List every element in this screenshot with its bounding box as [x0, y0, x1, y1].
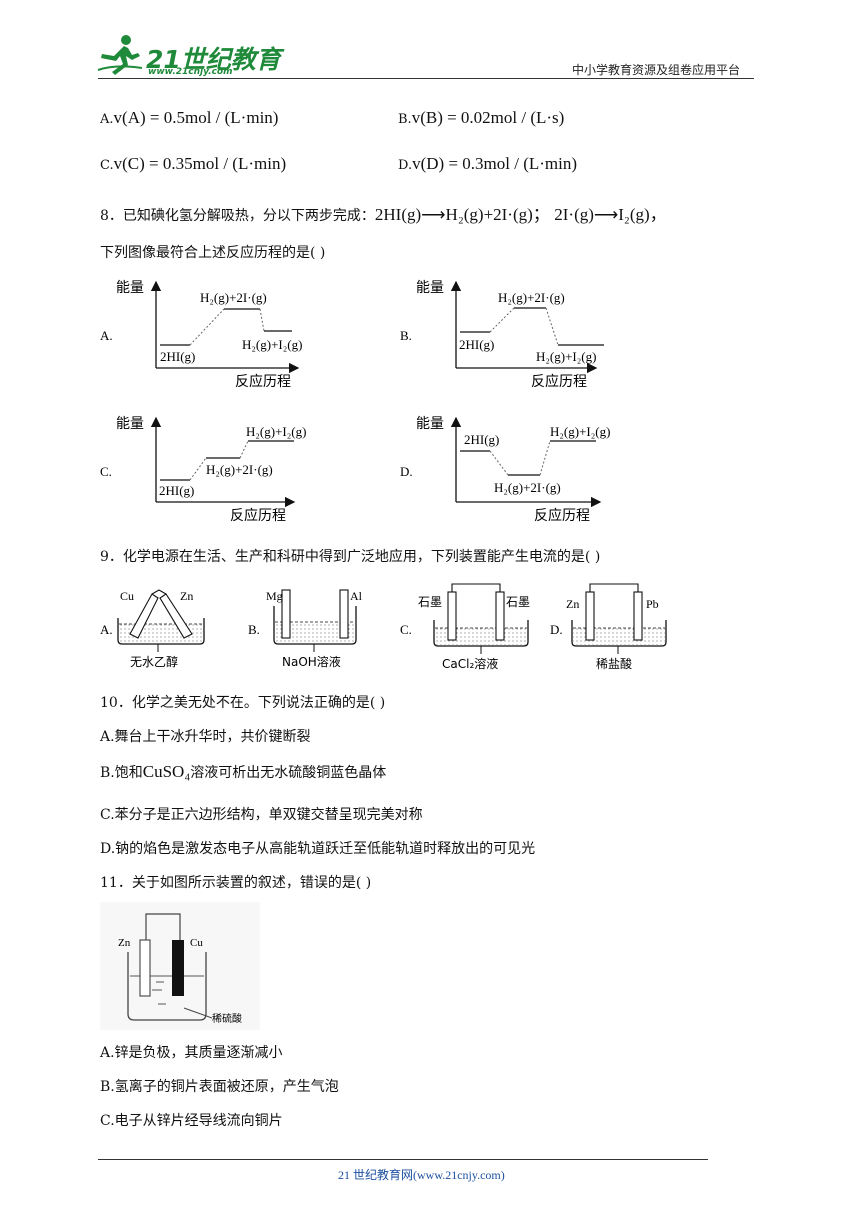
q8-stem: 8．已知碘化氢分解吸热，分以下两步完成：2HI(g)⟶H₂(g)+2I·(g)；… — [100, 200, 667, 225]
q8-stem-prefix: 8．已知碘化氢分解吸热，分以下两步完成： — [100, 208, 375, 224]
q9-b-letter: B. — [248, 622, 260, 637]
q10-option-b: B.饱和CuSO₄溶液可析出无水硫酸铜蓝色晶体 — [100, 762, 386, 782]
q9-a-letter: A. — [100, 622, 113, 637]
q10-stem: 10．化学之美无处不在。下列说法正确的是( ) — [100, 695, 386, 711]
q8-d-hi: 2HI(g) — [464, 432, 499, 447]
q10-option-a: A.舞台上干冰升华时，共价键断裂 — [100, 729, 311, 745]
q8-step2: 2I·(g)⟶I₂(g)， — [554, 205, 667, 224]
q7-option-a-letter: A. — [100, 112, 114, 127]
q9-b-right: Al — [350, 589, 363, 603]
q11-solution-label: 稀硫酸 — [212, 1012, 242, 1025]
logo-runner-icon — [97, 35, 143, 75]
q8-b-mid: H₂(g)+2I·(g) — [498, 290, 565, 305]
q8-energy-diagrams: A. B. C. D. 能量 反应历程 2HI(g) H₂(g)+2I·(g) … — [100, 280, 610, 524]
q8-c-ylabel: 能量 — [116, 416, 144, 432]
q10-option-d: D.钠的焰色是激发态电子从高能轨道跃迁至低能轨道时释放出的可见光 — [100, 841, 536, 857]
q8-letter-c: C. — [100, 464, 112, 479]
q7-option-d-expr: v(D) = 0.3mol / (L·min) — [412, 154, 578, 173]
q9-option-a: A. Cu Zn 无水乙醇 — [100, 589, 205, 669]
q7-option-d-letter: D. — [398, 158, 413, 173]
q8-diagram-d: 能量 反应历程 2HI(g) H₂(g)+2I·(g) H₂(g)+I₂(g) — [416, 416, 610, 524]
q8-c-hi: 2HI(g) — [159, 483, 194, 498]
q8-b-hi: 2HI(g) — [459, 337, 494, 352]
q8-step1: 2HI(g)⟶H₂(g)+2I·(g)； — [374, 205, 550, 224]
q7-option-c: C.v(C) = 0.35mol / (L·min) — [100, 154, 286, 174]
q8-a-xlabel: 反应历程 — [235, 373, 291, 390]
q8-diagram-c: 能量 反应历程 2HI(g) H₂(g)+2I·(g) H₂(g)+I₂(g) — [116, 416, 306, 524]
q8-a-mid: H₂(g)+2I·(g) — [200, 290, 267, 305]
q10-option-c: C.苯分子是正六边形结构，单双键交替呈现完美对称 — [100, 807, 423, 823]
header: 21世纪教育 www.21cnjy.com 中小学教育资源及组卷应用平台 — [0, 0, 860, 80]
q8-b-ylabel: 能量 — [416, 280, 444, 296]
q8-a-final: H₂(g)+I₂(g) — [242, 337, 302, 352]
q7-option-a-expr: v(A) = 0.5mol / (L·min) — [113, 108, 279, 127]
footer-text: 21 世纪教育网(www.21cnjy.com) — [338, 1168, 505, 1182]
q9-c-left: 石墨 — [418, 595, 442, 609]
q8-diagram-b: 能量 反应历程 2HI(g) H₂(g)+2I·(g) H₂(g)+I₂(g) — [416, 280, 604, 390]
q8-b-final: H₂(g)+I₂(g) — [536, 349, 596, 364]
q9-d-solution: 稀盐酸 — [596, 656, 632, 671]
q9-d-letter: D. — [550, 622, 563, 637]
platform-label: 中小学教育资源及组卷应用平台 — [572, 63, 741, 77]
q8-d-xlabel: 反应历程 — [534, 507, 590, 524]
logo-url: www.21cnjy.com — [148, 67, 233, 77]
q9-b-solution: NaOH溶液 — [282, 654, 341, 669]
logo-brand: 21世纪教育 — [146, 45, 281, 74]
q8-d-final: H₂(g)+I₂(g) — [550, 424, 610, 439]
q8-d-ylabel: 能量 — [416, 416, 444, 432]
q7-option-b-letter: B. — [398, 112, 412, 127]
q9-apparatus: A. Cu Zn 无水乙醇 B. Mg Al NaOH溶液 C. 石墨 石墨 — [100, 583, 667, 671]
q9-stem: 9．化学电源在生活、生产和科研中得到广泛地应用，下列装置能产生电流的是( ) — [100, 549, 601, 565]
q10-option-b-formula: CuSO₄ — [142, 762, 191, 781]
q7-option-c-expr: v(C) = 0.35mol / (L·min) — [113, 154, 287, 173]
q9-option-d: D. Zn Pb 稀盐酸 — [550, 583, 667, 671]
q9-c-solution: CaCl₂溶液 — [442, 656, 498, 671]
q7-option-b-expr: v(B) = 0.02mol / (L·s) — [411, 108, 565, 127]
q9-d-left: Zn — [566, 597, 579, 611]
q8-stem-line2: 下列图像最符合上述反应历程的是( ) — [100, 245, 326, 261]
q11-apparatus: Zn Cu 稀硫酸 — [100, 902, 260, 1030]
q9-c-letter: C. — [400, 622, 412, 637]
q9-option-b: B. Mg Al NaOH溶液 — [248, 589, 363, 669]
q10-option-b-pre: B.饱和 — [100, 765, 143, 781]
q8-letter-a: A. — [100, 328, 113, 343]
q8-a-ylabel: 能量 — [116, 280, 144, 296]
q8-a-hi: 2HI(g) — [160, 349, 195, 364]
q11-left-label: Zn — [118, 937, 131, 949]
q9-a-solution: 无水乙醇 — [130, 654, 178, 669]
q8-c-mid: H₂(g)+2I·(g) — [206, 462, 273, 477]
q8-c-xlabel: 反应历程 — [230, 507, 286, 524]
q8-letter-d: D. — [400, 464, 413, 479]
q9-option-c: C. 石墨 石墨 CaCl₂溶液 — [400, 583, 530, 671]
q9-a-left: Cu — [120, 589, 134, 603]
q8-c-final: H₂(g)+I₂(g) — [246, 424, 306, 439]
q7-option-b: B.v(B) = 0.02mol / (L·s) — [398, 108, 564, 128]
q7-option-a: A.v(A) = 0.5mol / (L·min) — [100, 108, 278, 128]
q9-a-right: Zn — [180, 589, 193, 603]
q11-option-b: B.氢离子的铜片表面被还原，产生气泡 — [100, 1079, 339, 1095]
q11-option-c: C.电子从锌片经导线流向铜片 — [100, 1113, 283, 1129]
q11-right-label: Cu — [190, 937, 203, 949]
q9-b-left: Mg — [266, 589, 283, 603]
q9-c-right: 石墨 — [506, 595, 530, 609]
q8-diagram-a: 能量 反应历程 2HI(g) H₂(g)+2I·(g) H₂(g)+I₂(g) — [116, 280, 302, 390]
q8-d-mid: H₂(g)+2I·(g) — [494, 480, 561, 495]
q9-d-right: Pb — [646, 597, 659, 611]
q8-letter-b: B. — [400, 328, 412, 343]
q11-option-a: A.锌是负极，其质量逐渐减小 — [100, 1045, 283, 1061]
q7-option-d: D.v(D) = 0.3mol / (L·min) — [398, 154, 577, 174]
q10-option-b-post: 溶液可析出无水硫酸铜蓝色晶体 — [190, 765, 387, 781]
footer-rule — [98, 1159, 708, 1160]
q7-option-c-letter: C. — [100, 158, 114, 173]
q8-b-xlabel: 反应历程 — [531, 373, 587, 390]
header-rule — [98, 78, 754, 79]
q11-stem: 11．关于如图所示装置的叙述，错误的是( ) — [100, 875, 372, 891]
